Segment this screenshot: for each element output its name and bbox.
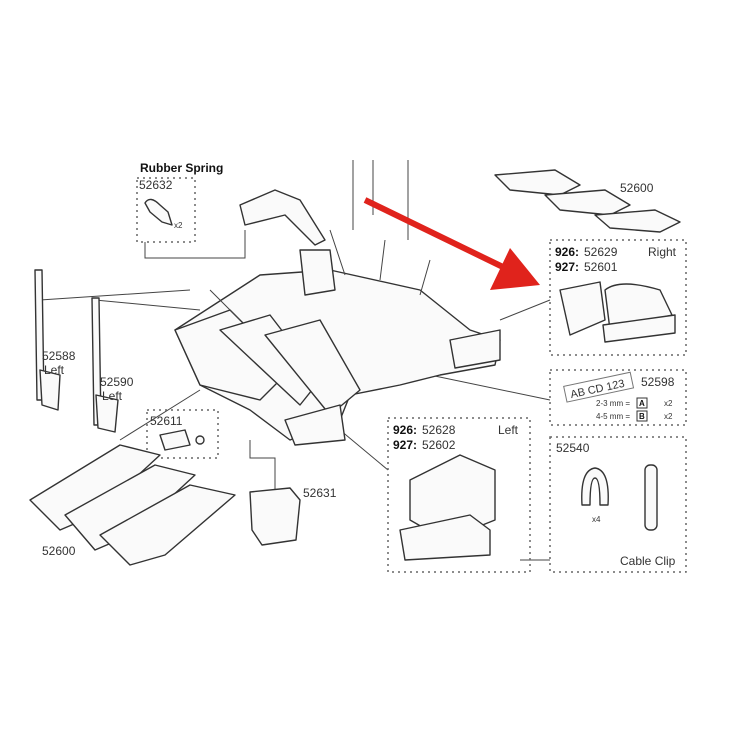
svg-text:52602: 52602	[422, 438, 456, 452]
part-52631-icon	[249, 487, 301, 546]
wheel-tray-bottom	[29, 444, 236, 566]
svg-text:A: A	[639, 399, 645, 408]
svg-text:52598: 52598	[641, 375, 675, 389]
arm-52590	[91, 297, 119, 433]
svg-text:x2: x2	[664, 412, 673, 421]
leader-lines	[39, 160, 551, 561]
svg-text:Left: Left	[498, 423, 519, 437]
svg-text:4-5 mm =: 4-5 mm =	[596, 412, 630, 421]
svg-text:Left: Left	[44, 363, 65, 377]
svg-text:Cable Clip: Cable Clip	[620, 554, 676, 568]
hinge-part-icon	[239, 189, 326, 246]
rubber-spring-part-number: 52632	[139, 178, 173, 192]
svg-text:927:: 927:	[393, 438, 417, 452]
svg-text:52601: 52601	[584, 260, 618, 274]
cable-clip-box	[549, 436, 687, 573]
part-52600-top-label: 52600	[620, 181, 654, 195]
cable-icon	[644, 464, 658, 531]
svg-text:x4: x4	[592, 515, 601, 524]
right-holder-icon	[559, 281, 676, 343]
left-holder-icon	[399, 454, 496, 561]
svg-text:52540: 52540	[556, 441, 590, 455]
svg-text:52628: 52628	[422, 423, 456, 437]
red-arrow-icon	[363, 197, 540, 290]
svg-text:B: B	[639, 412, 645, 421]
svg-text:926:: 926:	[393, 423, 417, 437]
svg-text:52588: 52588	[42, 349, 76, 363]
svg-text:52629: 52629	[584, 245, 618, 259]
right-holder-box	[549, 239, 687, 356]
svg-text:52631: 52631	[303, 486, 337, 500]
svg-text:x2: x2	[174, 221, 183, 230]
svg-text:52590: 52590	[100, 375, 134, 389]
cable-clip-icon	[581, 467, 609, 506]
rubber-spring-box	[136, 177, 196, 243]
license-plate-box	[549, 369, 687, 426]
carrier-body	[174, 229, 501, 446]
part-52600-bottom-label: 52600	[42, 544, 76, 558]
rubber-spring-icon	[144, 198, 173, 226]
svg-text:2-3 mm =: 2-3 mm =	[596, 399, 630, 408]
svg-text:52611: 52611	[150, 414, 183, 428]
svg-text:x2: x2	[664, 399, 673, 408]
arm-52588	[34, 269, 61, 411]
rubber-spring-title: Rubber Spring	[140, 161, 223, 175]
svg-text:926:: 926:	[555, 245, 579, 259]
svg-text:927:: 927:	[555, 260, 579, 274]
left-holder-box	[387, 417, 531, 573]
svg-text:Left: Left	[102, 389, 123, 403]
part-52611-icon	[159, 429, 191, 451]
wheel-trays-top	[494, 169, 681, 233]
svg-text:Right: Right	[648, 245, 677, 259]
